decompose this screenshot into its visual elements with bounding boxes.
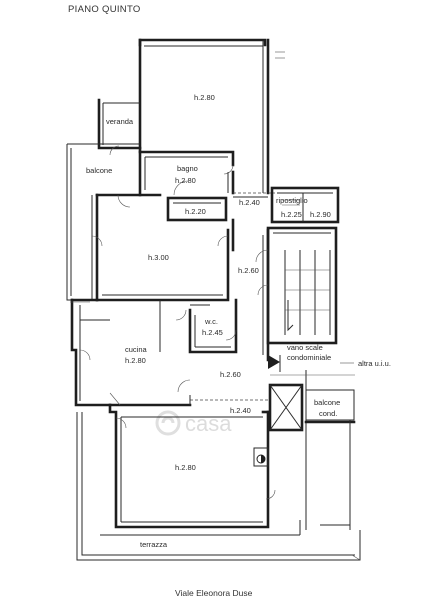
small-room-height: h.2.20: [185, 207, 206, 216]
street-label: Viale Eleonora Duse: [175, 588, 253, 598]
ripostiglio-height-a: h.2.25: [281, 210, 302, 219]
boiler-icon: [253, 447, 269, 467]
floor-title: PIANO QUINTO: [68, 4, 141, 15]
interior-walls: [70, 150, 340, 407]
bottom-corridor-height: h.2.40: [230, 406, 251, 415]
vano-scale-label-2: condominiale: [287, 353, 331, 362]
wc-height: h.2.45: [202, 328, 223, 337]
terrazza-label: terrazza: [140, 540, 168, 549]
top-room-height: h.2.80: [194, 93, 215, 102]
vano-scale-label: vano scale: [287, 343, 323, 352]
lower-hall-height: h.2.60: [220, 370, 241, 379]
bagno-height: h.2.80: [175, 176, 196, 185]
bagno-label: bagno: [177, 164, 198, 173]
entrance-marker-icon: [268, 355, 281, 372]
room-labels: h.2.80 veranda balcone bagno h.2.80 h.2.…: [86, 93, 391, 549]
hall-height: h.2.60: [238, 266, 259, 275]
ripostiglio-height-b: h.2.90: [310, 210, 331, 219]
door-swings: [70, 145, 276, 500]
watermark: casa: [155, 410, 232, 436]
cucina-height: h.2.80: [125, 356, 146, 365]
living-room-height: h.3.00: [148, 253, 169, 262]
stairwell: [266, 226, 356, 530]
balcone-cond-label: balcone: [314, 398, 340, 407]
cucina-label: cucina: [125, 345, 148, 354]
outer-walls: [66, 38, 361, 561]
wc-label: w.c.: [204, 317, 218, 326]
altra-uiu-label: altra u.i.u.: [358, 359, 391, 368]
bottom-room-height: h.2.80: [175, 463, 196, 472]
corridor-height: h.2.40: [239, 198, 260, 207]
ripostiglio-label: ripostiglio: [276, 196, 308, 205]
veranda-label: veranda: [106, 117, 134, 126]
watermark-text: casa: [185, 411, 232, 436]
balcone-cond-label-2: cond.: [319, 409, 337, 418]
balcone-label: balcone: [86, 166, 112, 175]
